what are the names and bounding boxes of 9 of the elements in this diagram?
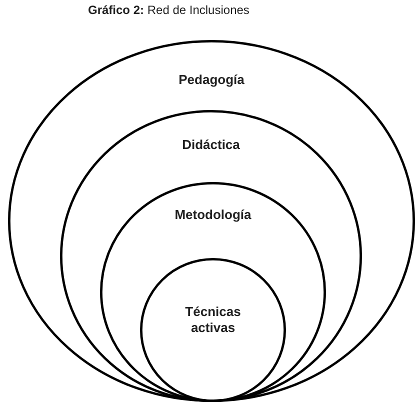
node-label: Pedagogía [178, 72, 244, 88]
ellipse-node [60, 110, 362, 402]
node-label: Metodología [174, 207, 252, 224]
diagram-title: Gráfico 2: Red de Inclusiones [88, 3, 250, 17]
node-label: Técnicas activas [184, 304, 242, 336]
ellipse-node [8, 40, 415, 402]
ellipse-node [140, 258, 286, 402]
node-label: Didáctica [182, 137, 240, 154]
ellipse-node [100, 182, 326, 402]
